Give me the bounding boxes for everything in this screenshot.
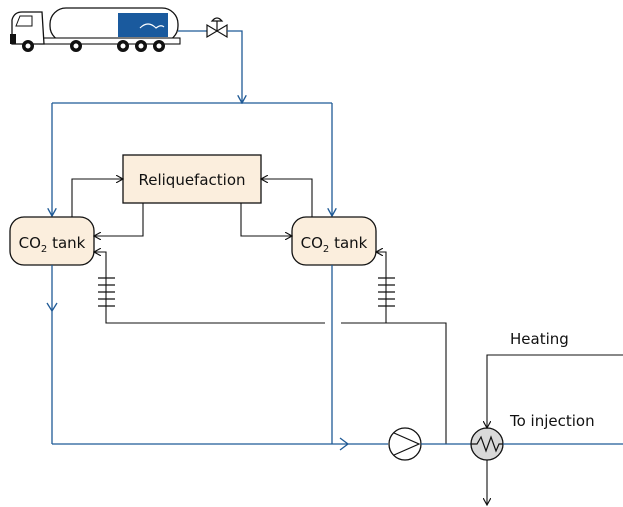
tank-right-label: CO2 tank [301,234,368,255]
fill-line [227,30,242,103]
co2-tank-right: CO2 tank [291,216,377,266]
tank-left-label: CO2 tank [19,234,86,255]
truck-icon [10,7,181,52]
heating-supply-line [487,354,623,428]
heat-exchanger-icon [470,427,504,461]
pump-icon [388,427,422,461]
right-boiloff-line [261,179,313,217]
co2-tank-left: CO2 tank [9,216,95,266]
right-return-line [240,203,292,236]
valve-icon [206,17,228,39]
heat-tracing-coil-icon [98,277,115,307]
to-injection-label: To injection [509,412,595,430]
heat-tracing-coil-icon [378,277,395,307]
tracing-return-line [341,322,447,444]
left-boiloff-line [71,179,123,217]
left-return-line [94,203,144,236]
heating-label: Heating [510,330,569,348]
reliquefaction-unit: Reliquefaction [122,154,262,204]
tracing-return-line-2 [94,252,325,324]
tracing-right-branch [376,252,387,323]
reliquefaction-label: Reliquefaction [138,171,245,189]
